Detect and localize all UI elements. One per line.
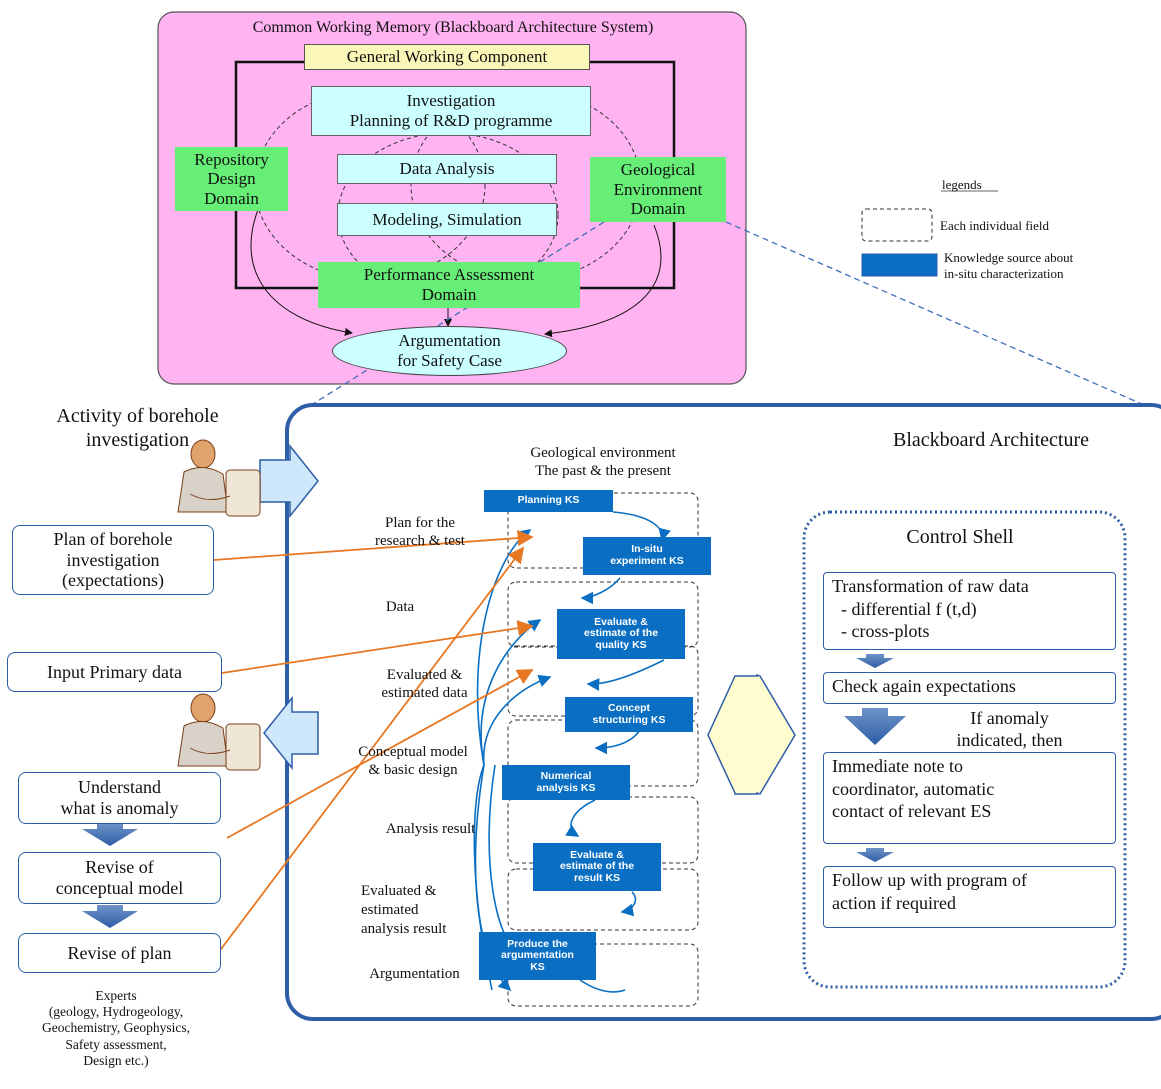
blackboard-header: Geological environment The past & the pr… bbox=[530, 445, 676, 479]
transform-box: Transformation of raw data - differentia… bbox=[823, 572, 1116, 650]
ks-evaluate-quality: Evaluate & estimate of the quality KS bbox=[557, 609, 685, 659]
output-arrow bbox=[263, 695, 319, 771]
ks-argumentation: Produce the argumentation KS bbox=[479, 932, 596, 980]
row-label-evaluated-analysis: Evaluated & estimated analysis result bbox=[361, 883, 447, 937]
row-label-analysis: Analysis result bbox=[385, 821, 476, 837]
check-box: Check again expectations bbox=[823, 672, 1116, 704]
row-label-evaluated: Evaluated & estimated data bbox=[381, 667, 468, 701]
memory-title: Common Working Memory (Blackboard Archit… bbox=[252, 19, 654, 36]
modeling-box: Modeling, Simulation bbox=[337, 203, 557, 236]
input-arrow bbox=[259, 443, 319, 519]
input-primary-box: Input Primary data bbox=[7, 652, 222, 692]
follow-box: Follow up with program of action if requ… bbox=[823, 866, 1116, 928]
argumentation-ellipse: Argumentation for Safety Case bbox=[332, 326, 567, 376]
repository-domain: Repository Design Domain bbox=[175, 147, 288, 211]
revise-model-box: Revise of conceptual model bbox=[18, 852, 221, 904]
ks-in-situ: In-situ experiment KS bbox=[583, 537, 711, 575]
anomaly-label: If anomaly indicated, then bbox=[956, 708, 1063, 750]
control-shell-title: Control Shell bbox=[906, 526, 1014, 548]
ks-evaluate-result: Evaluate & estimate of the result KS bbox=[533, 843, 661, 891]
legend-field: Each individual field bbox=[940, 218, 1050, 233]
legend-ks: Knowledge source about in-situ character… bbox=[944, 250, 1074, 282]
expert-figure-bottom bbox=[177, 693, 261, 771]
row-label-argumentation: Argumentation bbox=[369, 966, 460, 982]
ks-numerical: Numerical analysis KS bbox=[502, 765, 630, 800]
row-label-data: Data bbox=[385, 599, 415, 615]
revise-plan-box: Revise of plan bbox=[18, 933, 221, 973]
immediate-box: Immediate note to coordinator, automatic… bbox=[823, 752, 1116, 844]
legend-title: legends bbox=[942, 177, 982, 192]
plan-box: Plan of borehole investigation (expectat… bbox=[12, 525, 214, 595]
performance-domain: Performance Assessment Domain bbox=[318, 262, 580, 308]
ks-planning: Planning KS bbox=[484, 490, 613, 512]
investigation-box: Investigation Planning of R&D programme bbox=[311, 86, 591, 136]
row-label-conceptual: Conceptual model & basic design bbox=[358, 744, 468, 778]
memory-panel bbox=[157, 11, 747, 385]
activity-title: Activity of borehole investigation bbox=[56, 405, 219, 451]
data-analysis-box: Data Analysis bbox=[337, 154, 557, 184]
geological-domain: Geological Environment Domain bbox=[590, 157, 726, 222]
expert-figure-top bbox=[177, 439, 261, 517]
experts-label: Experts (geology, Hydrogeology, Geochemi… bbox=[42, 988, 190, 1068]
control-shell-frame bbox=[802, 510, 1127, 989]
ks-concept-structuring: Concept structuring KS bbox=[565, 697, 693, 732]
blackboard-title: Blackboard Architecture bbox=[893, 429, 1090, 451]
row-label-plan: Plan for the research & test bbox=[375, 515, 465, 549]
general-working-component: General Working Component bbox=[304, 44, 590, 70]
understand-box: Understand what is anomaly bbox=[18, 772, 221, 824]
